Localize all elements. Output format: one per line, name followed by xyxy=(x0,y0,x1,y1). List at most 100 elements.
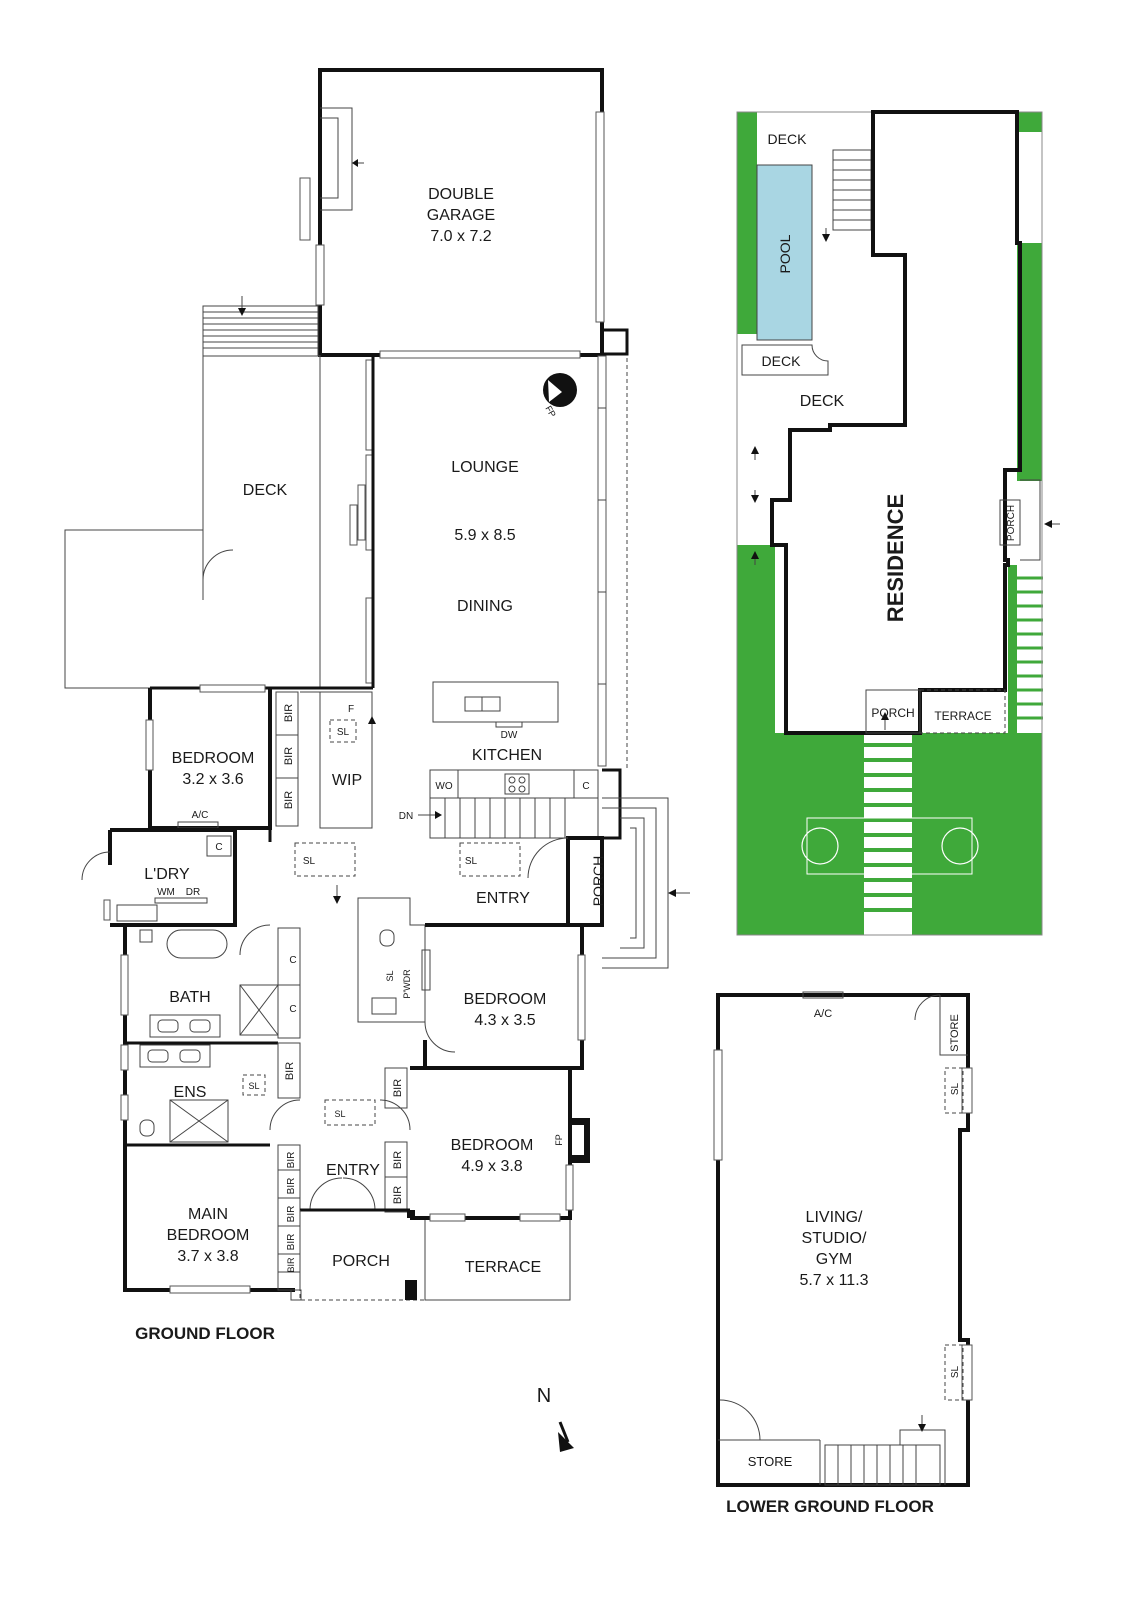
deck-label: DECK xyxy=(243,482,288,499)
deck-small xyxy=(741,344,829,376)
ens-sl-label: SL xyxy=(248,1081,259,1091)
pool-label: POOL xyxy=(777,234,793,273)
bath-vanity xyxy=(149,1014,221,1038)
lower-ground-walls xyxy=(716,993,970,1487)
bedroom3-fp-label: FP xyxy=(554,1134,564,1146)
laundry-c-label: C xyxy=(215,842,222,853)
dining-label: DINING xyxy=(457,598,513,615)
dr-label: DR xyxy=(186,887,200,898)
dw-label: DW xyxy=(501,730,518,741)
north-compass: N xyxy=(537,1385,574,1452)
main-bedroom-label-2: BEDROOM xyxy=(167,1227,250,1244)
terrace-outline xyxy=(424,1220,571,1301)
front-path xyxy=(864,733,912,935)
site-deck-main-label: DECK xyxy=(800,393,845,410)
main-bir-label-2: BIR xyxy=(286,1178,297,1195)
lounge-east-glazing xyxy=(597,355,607,767)
lawn-west-top xyxy=(737,112,757,334)
site-deck-stairs xyxy=(822,149,872,242)
deck-outline xyxy=(64,355,321,689)
bedroom1-robe xyxy=(275,691,299,827)
wm-label: WM xyxy=(157,887,175,898)
hall-bir-label: BIR xyxy=(284,1062,296,1080)
site-deck-top-label: DECK xyxy=(768,131,808,147)
wip-sl-label: SL xyxy=(337,727,350,738)
main-bedroom-label: MAIN xyxy=(188,1206,228,1223)
lower-store-top-label: STORE xyxy=(949,1014,961,1052)
deck-stairs xyxy=(202,296,319,357)
compass-label: N xyxy=(537,1385,551,1407)
site-deck-small-label: DECK xyxy=(762,353,802,369)
bedroom3-bir-label-1: BIR xyxy=(392,1079,404,1097)
bedroom3-label: BEDROOM xyxy=(451,1137,534,1154)
living-label-3: GYM xyxy=(816,1251,852,1268)
pwdr-label: P'WDR xyxy=(402,969,412,999)
main-bedroom-size: 3.7 x 3.8 xyxy=(177,1248,238,1265)
stairs-down xyxy=(418,797,599,839)
entry-sl-label: SL xyxy=(465,856,478,867)
entry-label: ENTRY xyxy=(476,890,530,907)
garage-size: 7.0 x 7.2 xyxy=(430,228,491,245)
east-side-path xyxy=(1017,565,1043,733)
cooktop xyxy=(504,773,530,795)
site-porch-label: PORCH xyxy=(871,706,914,720)
bedroom2-label: BEDROOM xyxy=(464,991,547,1008)
bedroom1-label: BEDROOM xyxy=(172,750,255,767)
terrace-label: TERRACE xyxy=(465,1259,541,1276)
tree-right xyxy=(941,827,979,865)
lounge-fireplace xyxy=(543,373,577,407)
lower-ground-floor-plan: A/C STORE SL SL LIVING/ STUDIO/ GYM 5.7 … xyxy=(713,991,973,1516)
ens-label: ENS xyxy=(174,1084,207,1101)
garage-label-2: GARAGE xyxy=(427,207,495,224)
pwdr-sl-label: SL xyxy=(385,970,395,981)
main-bir-label-1: BIR xyxy=(286,1152,297,1169)
wip-label: WIP xyxy=(332,772,362,789)
side-porch xyxy=(999,499,1021,546)
lower-sl-label-2: SL xyxy=(950,1365,961,1378)
hall-sl-label: SL xyxy=(303,856,316,867)
pool xyxy=(756,164,813,341)
main-bir-label-3: BIR xyxy=(286,1206,297,1223)
bedroom3-size: 4.9 x 3.8 xyxy=(461,1158,522,1175)
main-bir-label-5: BIR xyxy=(286,1257,296,1273)
garage-label: DOUBLE xyxy=(428,186,494,203)
bir-label-1: BIR xyxy=(283,704,295,722)
ens-shower xyxy=(169,1099,229,1143)
ground-floor-plan: DOUBLE GARAGE 7.0 x 7.2 DECK LOUNGE 5.9 … xyxy=(64,68,690,1343)
living-size: 5.7 x 11.3 xyxy=(799,1272,868,1289)
lower-sl-label-1: SL xyxy=(950,1082,961,1095)
laundry-label: L'DRY xyxy=(144,866,190,883)
side-porch-label: PORCH xyxy=(1006,505,1017,541)
lower-ac-label: A/C xyxy=(814,1008,832,1020)
entry2-label: ENTRY xyxy=(326,1162,380,1179)
entry2-sl-label: SL xyxy=(334,1109,345,1119)
bedroom2-size: 4.3 x 3.5 xyxy=(474,1012,535,1029)
site-terrace-label: TERRACE xyxy=(934,709,991,723)
front-porch xyxy=(299,1210,425,1301)
front-terrace xyxy=(920,689,1006,734)
bath-label: BATH xyxy=(169,989,210,1006)
wip-walls xyxy=(300,691,373,829)
lounge-fp-label: FP xyxy=(543,404,557,419)
lower-stairs xyxy=(824,1415,946,1486)
lounge-size: 5.9 x 8.5 xyxy=(454,527,515,544)
bedroom1-size: 3.2 x 3.6 xyxy=(182,771,243,788)
east-porch-walls xyxy=(566,836,604,927)
front-porch-label: PORCH xyxy=(332,1253,390,1270)
bedroom3-bir-label-2: BIR xyxy=(392,1151,404,1169)
east-porch-label: PORCH xyxy=(590,856,606,907)
bir-label-3: BIR xyxy=(283,791,295,809)
living-label-2: STUDIO/ xyxy=(802,1230,867,1247)
bath-c-label-2: C xyxy=(289,1004,296,1015)
lounge-label: LOUNGE xyxy=(451,459,519,476)
bedroom2-walls xyxy=(423,923,584,1070)
bir-label-2: BIR xyxy=(283,747,295,765)
east-porch-steps xyxy=(602,797,669,969)
dn-label: DN xyxy=(399,811,413,822)
bath-c-label-1: C xyxy=(289,955,296,966)
wo-label: WO xyxy=(435,781,452,792)
store-top xyxy=(939,995,968,1056)
kitchen-island xyxy=(432,681,559,723)
residence-label: RESIDENCE xyxy=(883,494,908,622)
